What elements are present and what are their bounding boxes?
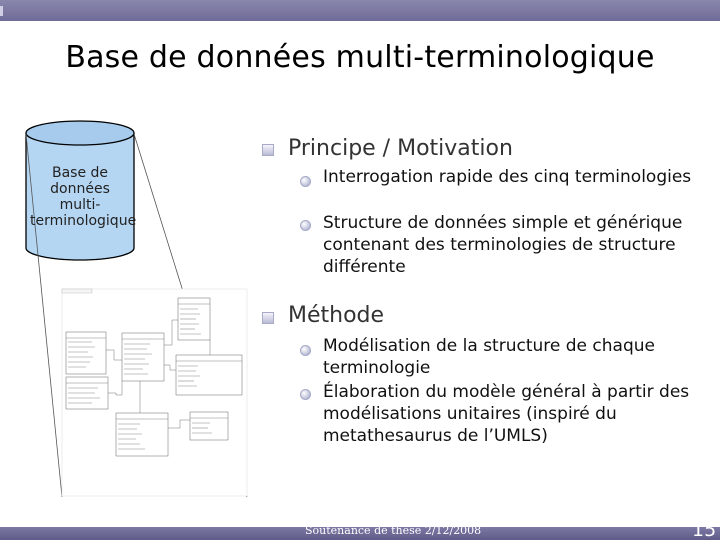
database-cylinder-icon [25,120,135,261]
slide-title: Base de données multi-terminologique [65,40,655,75]
schema-header [61,288,93,294]
schema-table [121,332,165,382]
round-bullet-icon [300,345,311,356]
square-bullet-icon [262,312,274,324]
cylinder-label-line: Base de [51,165,109,181]
cylinder-label-line: terminologique [30,213,137,229]
bullet-text: Interrogation rapide des cinq terminolog… [323,167,692,187]
cylinder-label: Base de données multi- terminologique [30,165,137,229]
top-band-mark [0,6,3,16]
schema-table [189,411,229,441]
projection-line-left [25,133,63,498]
bullet-text: Modélisation de la structure de chaque t… [323,336,655,378]
square-bullet-icon [262,144,274,156]
round-bullet-icon [300,389,311,400]
schema-table [115,412,169,457]
footer-text: Soutenance de thèse 2/12/2008 [305,524,482,537]
schema-diagram [61,288,248,497]
section-heading-principe: Principe / Motivation [288,136,513,161]
section-heading-methode: Méthode [288,303,385,328]
schema-table [65,331,107,375]
bullet-text: Structure de données simple et générique… [323,213,683,277]
page-number: 15 [692,519,717,541]
round-bullet-icon [300,220,311,231]
schema-table [65,376,109,410]
bullet-text: Élaboration du modèle général à partir d… [323,382,690,446]
cylinder-label-line: données [50,181,110,197]
schema-relations [106,319,211,429]
footer-bar [0,527,720,540]
round-bullet-icon [300,176,311,187]
schema-table [177,297,211,341]
schema-table [175,354,243,396]
cylinder-label-line: multi- [59,197,101,213]
top-band [0,0,720,21]
